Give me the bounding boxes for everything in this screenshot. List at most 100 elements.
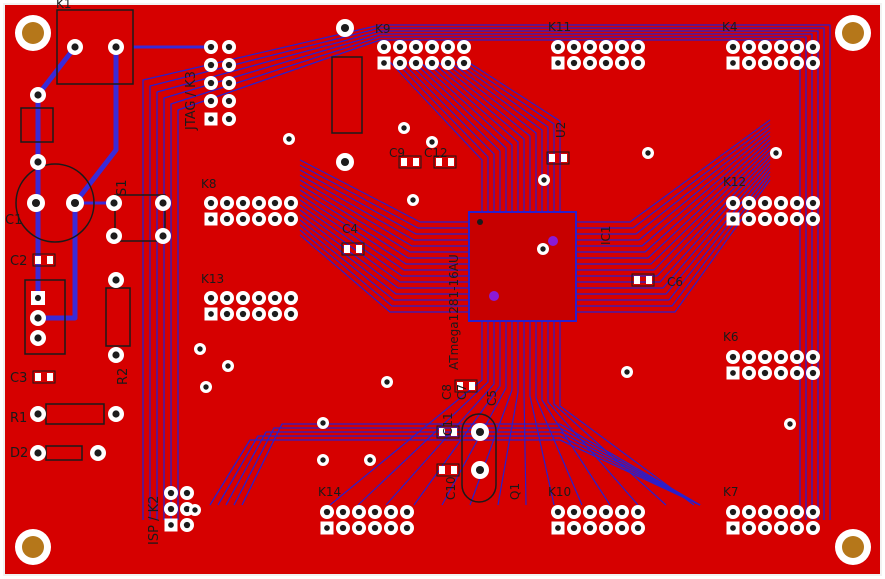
trace-left-0	[299, 159, 469, 223]
d1-pad-b-drill	[34, 158, 42, 166]
c12-smd-outline	[433, 155, 457, 169]
label-c11: C11	[441, 412, 455, 436]
r1-pad-a-drill	[34, 410, 42, 418]
trace-top-12	[461, 61, 555, 212]
r2-pad-b-drill	[112, 351, 120, 359]
k11-pad-0-3-drill	[602, 43, 610, 51]
trace-perimeter-4	[170, 36, 807, 520]
via-11-drill	[203, 384, 209, 390]
c6-smd-pad-b	[646, 276, 652, 284]
k8-pad-1-2-drill	[239, 215, 247, 223]
k11-pad-0-4-drill	[618, 43, 626, 51]
k9-pad-0-2-drill	[412, 43, 420, 51]
k13-pad-1-4-drill	[271, 310, 279, 318]
k6-pad-1-2-drill	[761, 369, 769, 377]
c11-smd-outline	[436, 425, 460, 439]
k11-pad-1-5-drill	[634, 59, 642, 67]
via-12-drill	[320, 420, 326, 426]
label-c1: C1	[5, 213, 22, 228]
trace-top-1	[395, 61, 489, 212]
k9-pad-1-1-drill	[396, 59, 404, 67]
k13-pad-1-1-drill	[223, 310, 231, 318]
k3-pad-0-0-drill	[207, 43, 215, 51]
k7-pad-0-1-drill	[745, 508, 753, 516]
k9-pad-0-0-drill	[380, 43, 388, 51]
k6-pad-0-0-drill	[729, 353, 737, 361]
k6-pad-0-1-drill	[745, 353, 753, 361]
label-c9: C9	[389, 146, 405, 160]
s1-pad-2-drill	[159, 199, 167, 207]
k6-pad-0-4-drill	[793, 353, 801, 361]
label-k1: K1	[56, 0, 72, 11]
trace-bottom-4	[441, 321, 507, 506]
trace-bottom-13	[559, 321, 695, 506]
trace-lower-4	[241, 423, 701, 506]
k13-pad-0-5-drill	[287, 294, 295, 302]
trace-top-8	[437, 61, 531, 212]
k10-pad-1-3-drill	[602, 524, 610, 532]
k11-pad-1-0-drill	[555, 60, 561, 66]
trace-left-5	[299, 184, 469, 253]
k8-pad-1-1-drill	[223, 215, 231, 223]
r-vertical-outline	[331, 56, 363, 134]
k10-pad-1-5-drill	[634, 524, 642, 532]
k13-pad-1-3-drill	[255, 310, 263, 318]
k9-pad-0-1-drill	[396, 43, 404, 51]
u-regulator-outline	[24, 279, 66, 355]
c11-smd-pad-b	[451, 428, 457, 436]
trace-bottom-6	[497, 321, 519, 506]
k3-pad-2-1-drill	[225, 79, 233, 87]
label-c5: C5	[485, 390, 499, 406]
k8-pad-0-1-drill	[223, 199, 231, 207]
trace-top-0	[389, 61, 483, 212]
k6-pad-0-2-drill	[761, 353, 769, 361]
r-top-pad-drill	[340, 23, 350, 33]
k12-pad-0-1-drill	[745, 199, 753, 207]
mount-hole-bl-core	[22, 536, 44, 558]
trace-right-6	[576, 143, 771, 259]
trace-perimeter-1	[149, 27, 825, 520]
via-15-drill	[787, 421, 793, 427]
k11-pad-0-2-drill	[586, 43, 594, 51]
k11-pad-0-5-drill	[634, 43, 642, 51]
trace-right-1	[576, 123, 771, 229]
trace-lower-0	[209, 439, 701, 506]
k4-pad-1-1-drill	[745, 59, 753, 67]
k4-pad-0-0-drill	[729, 43, 737, 51]
trace-top-3	[407, 61, 501, 212]
k12-pad-1-1-drill	[745, 215, 753, 223]
k3-pad-1-0-drill	[207, 61, 215, 69]
k14-pad-0-3-drill	[371, 508, 379, 516]
k2-pad-1-1-drill	[183, 505, 191, 513]
label-c2: C2	[10, 254, 27, 269]
k13-pad-0-0-drill	[207, 294, 215, 302]
u2-smd-pad-a	[549, 154, 555, 162]
q1-outline	[461, 413, 497, 503]
k9-pad-1-5-drill	[460, 59, 468, 67]
label-isp: ISP / K2	[147, 496, 162, 545]
k3-pad-1-1-drill	[225, 61, 233, 69]
k3-pad-3-0-drill	[207, 97, 215, 105]
k10-pad-0-1-drill	[570, 508, 578, 516]
mounting-holes	[15, 15, 871, 565]
k7-pad-1-1-drill	[745, 524, 753, 532]
k11-pad-1-2-drill	[586, 59, 594, 67]
k12-pad-1-4-drill	[793, 215, 801, 223]
k14-pad-0-1-drill	[339, 508, 347, 516]
trace-left-7	[299, 194, 469, 265]
label-k14: K14	[318, 485, 341, 499]
k4-pad-0-4-drill	[793, 43, 801, 51]
trace-left-8	[299, 199, 469, 271]
c4-smd-pad-a	[344, 245, 350, 253]
k14-pad-1-2-drill	[355, 524, 363, 532]
trace-bottom-10	[541, 321, 611, 506]
k7-pad-1-2-drill	[761, 524, 769, 532]
k3-pad-0-1-drill	[225, 43, 233, 51]
k7-pad-0-5-drill	[809, 508, 817, 516]
trace-top-6	[425, 61, 519, 212]
r-bottom-pad-drill	[340, 157, 350, 167]
label-c4: C4	[342, 222, 358, 236]
k10-pad-1-1-drill	[570, 524, 578, 532]
trace-bottom-2	[385, 321, 495, 506]
u2-smd-pad-b	[561, 154, 567, 162]
